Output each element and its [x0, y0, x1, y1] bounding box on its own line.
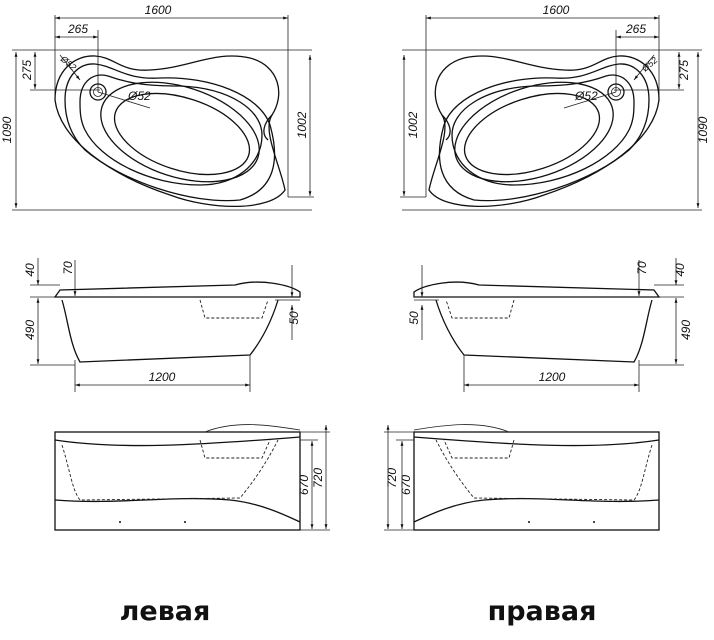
dim-overflow-diameter: Ø52	[639, 55, 659, 74]
dim-depth: 490	[679, 320, 693, 340]
dim-bottom-length: 1200	[149, 370, 176, 384]
dim-depth: 490	[23, 320, 37, 340]
right-tub-drawings	[384, 15, 702, 530]
dim-width-total: 1090	[696, 116, 710, 143]
dim-width-inner: 1002	[406, 111, 420, 138]
left-tub-drawings	[12, 15, 330, 530]
dim-drain-diameter: Ø52	[127, 89, 151, 103]
dim-drain-diameter: Ø52	[574, 89, 598, 103]
dim-width-inner: 1002	[295, 111, 309, 138]
dim-step: 50	[407, 311, 421, 325]
dim-rim: 40	[673, 263, 687, 277]
dim-drain-x: 265	[625, 22, 646, 36]
dim-headrest: 70	[61, 261, 75, 275]
dim-length: 1600	[145, 3, 172, 17]
dim-panel-height: 670	[297, 475, 311, 495]
dim-drain-x: 265	[67, 22, 88, 36]
dim-step: 50	[287, 311, 301, 325]
dim-width-total: 1090	[0, 116, 14, 143]
dim-drain-y: 275	[677, 60, 691, 81]
dim-total-height: 720	[311, 468, 325, 488]
dim-drain-y: 275	[20, 60, 34, 81]
dim-panel-height: 670	[399, 475, 413, 495]
dim-bottom-length: 1200	[539, 370, 566, 384]
caption-right: правая	[488, 596, 597, 627]
dim-total-height: 720	[385, 468, 399, 488]
caption-left: левая	[120, 596, 211, 627]
dim-rim: 40	[23, 263, 37, 277]
dim-headrest: 70	[635, 261, 649, 275]
dim-length: 1600	[543, 3, 570, 17]
